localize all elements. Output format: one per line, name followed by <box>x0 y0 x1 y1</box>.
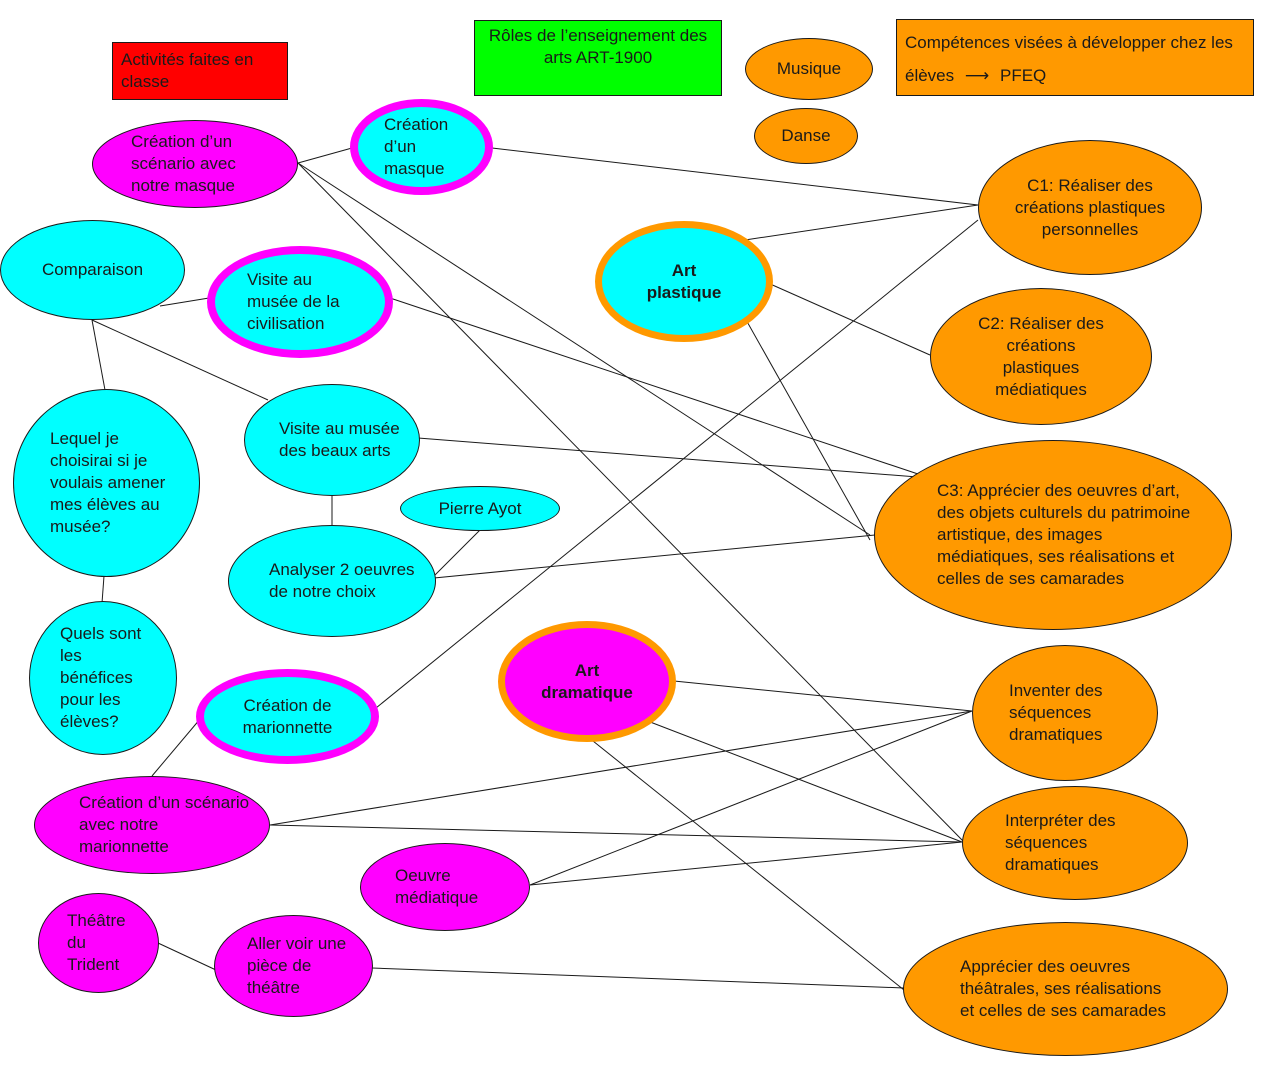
activity-piece-theatre-label: Aller voir une pièce de théâtre <box>247 934 347 997</box>
competence-inventer-label: Inventer des séquences dramatiques <box>1009 681 1103 744</box>
legend-competences: Compétences visées à développer chez les… <box>896 19 1254 96</box>
connector <box>389 297 931 479</box>
connector <box>417 437 931 479</box>
activity-scenario-marionnette-label: Création d’un scénario avec notre marion… <box>79 793 250 856</box>
connector <box>371 967 905 989</box>
legend-pfeq-label: PFEQ <box>999 66 1047 85</box>
activity-trident: Théâtre du Trident <box>38 893 159 993</box>
activity-oeuvre-mediatique-label: Oeuvre médiatique <box>395 866 479 907</box>
connector <box>157 942 217 971</box>
activity-analyser: Analyser 2 oeuvres de notre choix <box>228 525 436 637</box>
legend-roles-label: Rôles de l’enseignement des arts ART-190… <box>488 26 708 67</box>
domain-art-dramatique: Art dramatique <box>498 621 676 742</box>
activity-pierre-ayot: Pierre Ayot <box>400 486 560 531</box>
activity-benefices-label: Quels sont les bénéfices pour les élèves… <box>60 624 142 731</box>
domain-musique-label: Musique <box>776 59 842 78</box>
activity-marionnette: Création de marionnette <box>196 669 379 764</box>
activity-pierre-ayot-label: Pierre Ayot <box>438 498 522 518</box>
activity-marionnette-label: Création de marionnette <box>242 695 333 737</box>
domain-art-plastique: Art plastique <box>595 221 773 342</box>
connector <box>297 162 871 536</box>
connector <box>297 147 353 164</box>
arrow-icon: ⟶ <box>964 66 990 85</box>
activity-scenario-masque-label: Création d’un scénario avec notre masque <box>131 132 236 195</box>
legend-activities: Activités faites en classe <box>112 42 288 100</box>
domain-danse-label: Danse <box>781 126 831 145</box>
activity-analyser-label: Analyser 2 oeuvres de notre choix <box>269 560 415 601</box>
connector <box>529 841 963 886</box>
activity-lequel-label: Lequel je choisirai si je voulais amener… <box>50 429 166 536</box>
activity-scenario-masque: Création d’un scénario avec notre masque <box>92 120 298 208</box>
activity-lequel: Lequel je choisirai si je voulais amener… <box>13 389 200 577</box>
connector <box>269 710 973 826</box>
connector <box>159 297 210 307</box>
legend-roles: Rôles de l’enseignement des arts ART-190… <box>474 20 722 96</box>
legend-competences-label: Compétences visées à développer chez les… <box>905 33 1233 85</box>
connector <box>431 529 481 579</box>
connector <box>744 317 871 541</box>
connector <box>433 534 876 579</box>
connector <box>297 162 965 843</box>
connector <box>491 147 979 206</box>
activity-musee-civilisation-label: Visite au musée de la civilisation <box>247 270 340 333</box>
domain-art-dramatique-label: Art dramatique <box>541 660 633 702</box>
connector <box>767 282 931 356</box>
connector <box>269 824 963 843</box>
competence-interpreter: Interpréter des séquences dramatiques <box>962 786 1188 900</box>
connector <box>91 319 106 391</box>
activity-piece-theatre: Aller voir une pièce de théâtre <box>214 915 373 1017</box>
competence-c2-label: C2: Réaliser des créations plastiques mé… <box>978 313 1104 399</box>
competence-c3-label: C3: Apprécier des oeuvres d’art, des obj… <box>937 481 1191 588</box>
activity-trident-label: Théâtre du Trident <box>67 911 126 974</box>
activity-musee-beaux-arts-label: Visite au musée des beaux arts <box>279 419 400 460</box>
competence-c2: C2: Réaliser des créations plastiques mé… <box>930 288 1152 425</box>
competence-interpreter-label: Interpréter des séquences dramatiques <box>1005 811 1116 874</box>
activity-oeuvre-mediatique: Oeuvre médiatique <box>360 843 530 931</box>
connector <box>673 680 973 712</box>
connector <box>529 710 973 886</box>
activity-creation-masque-label: Création d’un masque <box>384 115 449 178</box>
activity-comparaison-label: Comparaison <box>41 260 144 279</box>
activity-scenario-marionnette: Création d’un scénario avec notre marion… <box>34 776 270 874</box>
competence-c3: C3: Apprécier des oeuvres d’art, des obj… <box>874 440 1232 630</box>
domain-musique: Musique <box>745 38 873 100</box>
activity-comparaison: Comparaison <box>0 220 185 320</box>
competence-apprecier-theatre: Apprécier des oeuvres théâtrales, ses ré… <box>903 922 1228 1056</box>
connector <box>744 204 979 241</box>
activity-musee-civilisation: Visite au musée de la civilisation <box>207 246 393 358</box>
competence-c1: C1: Réaliser des créations plastiques pe… <box>978 140 1202 275</box>
legend-activities-label: Activités faites en classe <box>121 50 254 91</box>
competence-inventer: Inventer des séquences dramatiques <box>972 645 1158 781</box>
connector <box>101 575 105 604</box>
domain-danse: Danse <box>754 108 858 164</box>
competence-c1-label: C1: Réaliser des créations plastiques pe… <box>1014 175 1166 239</box>
connector <box>91 319 269 401</box>
activity-benefices: Quels sont les bénéfices pour les élèves… <box>29 601 177 755</box>
connector <box>375 219 979 709</box>
connector <box>644 719 963 843</box>
competence-apprecier-theatre-label: Apprécier des oeuvres théâtrales, ses ré… <box>960 957 1166 1020</box>
domain-art-plastique-label: Art plastique <box>646 260 722 302</box>
activity-musee-beaux-arts: Visite au musée des beaux arts <box>244 384 420 496</box>
activity-creation-masque: Création d’un masque <box>350 99 493 195</box>
